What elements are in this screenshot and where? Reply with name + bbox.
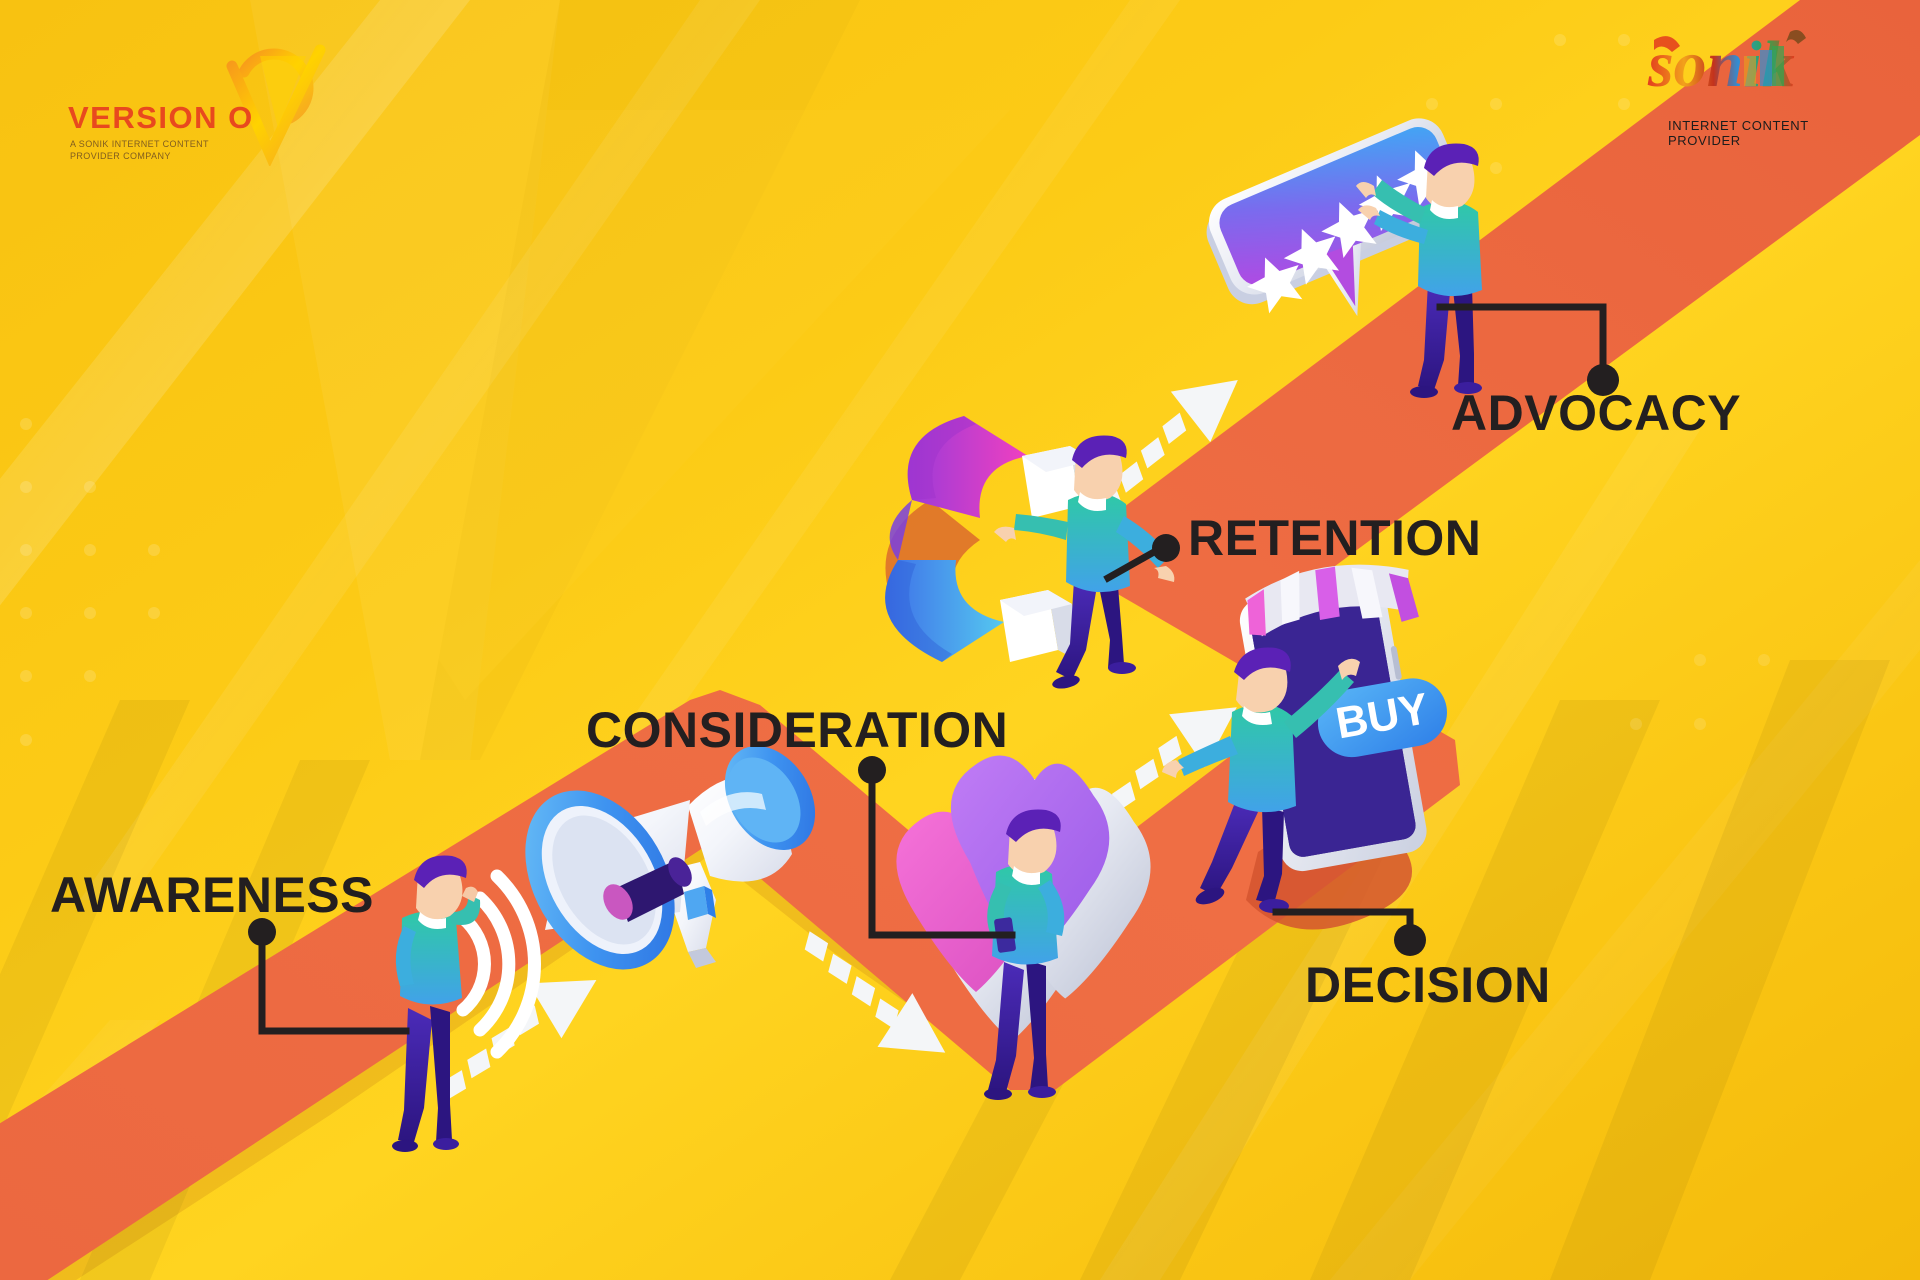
retention-person bbox=[994, 435, 1175, 689]
version-o-tagline-line2: PROVIDER COMPANY bbox=[70, 151, 171, 162]
arrow-2 bbox=[804, 931, 946, 1053]
magnet-icon bbox=[885, 416, 1102, 662]
v-watermark bbox=[250, 0, 560, 760]
buy-button[interactable]: BUY bbox=[1313, 673, 1453, 763]
decision-person bbox=[1162, 647, 1360, 913]
sonik-logo[interactable]: sonik INTERNET CONTENT PROVIDER bbox=[1640, 28, 1870, 148]
connector-retention bbox=[1103, 534, 1180, 583]
version-o-tagline-line1: A SONIK INTERNET CONTENT bbox=[70, 139, 209, 149]
version-o-title: VERSION O bbox=[68, 100, 254, 135]
connector-decision bbox=[1272, 908, 1426, 956]
version-o-logo[interactable]: VERSION O A SONIK INTERNET CONTENT PROVI… bbox=[68, 44, 328, 166]
dot-grid-left bbox=[20, 418, 160, 746]
sound-waves-icon bbox=[456, 869, 541, 1059]
v-swirl-icon bbox=[226, 44, 326, 166]
connector-consideration bbox=[858, 756, 1016, 939]
consideration-person bbox=[984, 809, 1065, 1100]
sonik-wordmark-icon: sonik bbox=[1647, 28, 1806, 101]
stage-label-awareness[interactable]: AWARENESS bbox=[50, 867, 375, 923]
megaphone-icon bbox=[525, 745, 816, 970]
stage-label-consideration[interactable]: CONSIDERATION bbox=[586, 702, 1009, 758]
connector-advocacy bbox=[1436, 303, 1619, 396]
striped-awning bbox=[1245, 564, 1419, 637]
stage-label-advocacy[interactable]: ADVOCACY bbox=[1451, 385, 1742, 441]
version-o-tagline: A SONIK INTERNET CONTENT PROVIDER COMPAN… bbox=[70, 138, 270, 162]
awareness-person bbox=[392, 855, 541, 1152]
connector-awareness bbox=[248, 918, 410, 1035]
stage-label-retention[interactable]: RETENTION bbox=[1188, 510, 1482, 566]
stage-label-decision[interactable]: DECISION bbox=[1305, 957, 1551, 1013]
sonik-tagline: INTERNET CONTENT PROVIDER bbox=[1668, 118, 1809, 148]
